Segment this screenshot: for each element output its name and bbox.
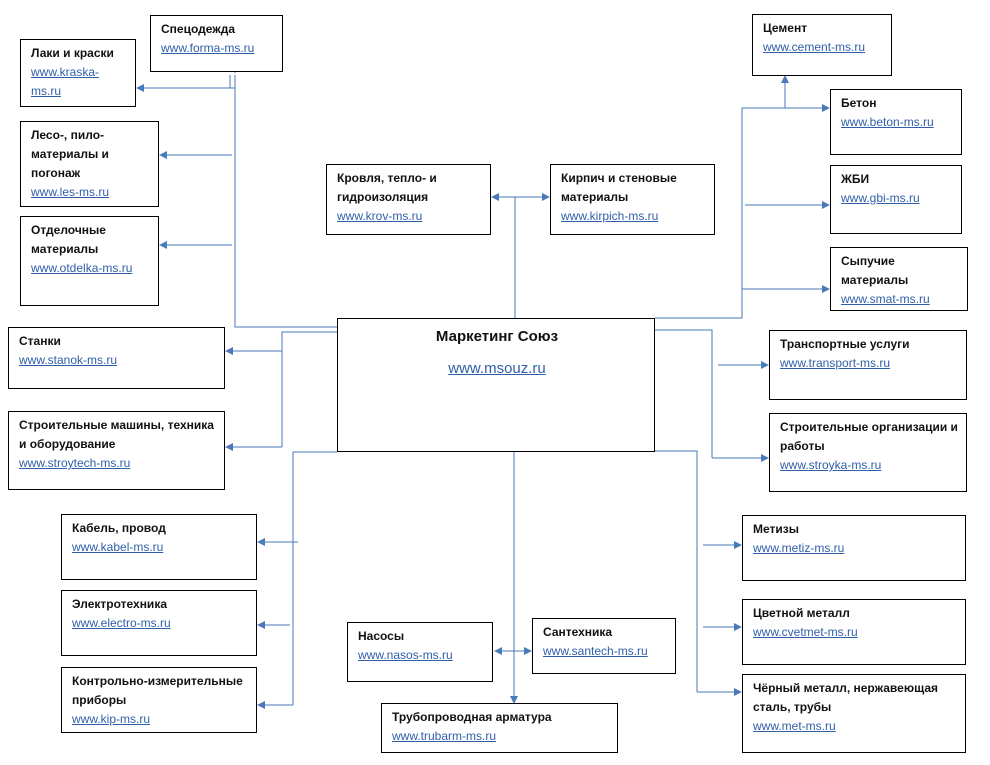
node-link[interactable]: www.otdelka-ms.ru [31, 261, 133, 275]
node-link[interactable]: www.stanok-ms.ru [19, 353, 118, 367]
node-forma: Спецодежда www.forma-ms.ru [150, 15, 283, 72]
node-link[interactable]: www.les-ms.ru [31, 185, 110, 199]
node-krov: Кровля, тепло- и гидроизоляция www.krov-… [326, 164, 491, 235]
node-title: Чёрный металл, нержавеющая сталь, трубы [753, 681, 939, 714]
node-title: Лаки и краски [31, 46, 114, 60]
node-beton: Бетон www.beton-ms.ru [830, 89, 962, 155]
node-title: Цветной металл [753, 606, 850, 620]
node-link[interactable]: www.stroyka-ms.ru [780, 458, 882, 472]
node-link[interactable]: www.stroytech-ms.ru [19, 456, 131, 470]
node-title: Трубопроводная арматура [392, 710, 552, 724]
node-stanok: Станки www.stanok-ms.ru [8, 327, 225, 389]
node-les: Лесо-, пило-материалы и погонаж www.les-… [20, 121, 159, 207]
node-title: Сантехника [543, 625, 613, 639]
node-title: Спецодежда [161, 22, 236, 36]
node-kirpich: Кирпич и стеновые материалы www.kirpich-… [550, 164, 715, 235]
node-link[interactable]: www.kip-ms.ru [72, 712, 151, 726]
node-cement: Цемент www.cement-ms.ru [752, 14, 892, 76]
node-title: Кирпич и стеновые материалы [561, 171, 677, 204]
node-title: Контрольно-измерительные приборы [72, 674, 243, 707]
node-link[interactable]: www.forma-ms.ru [161, 41, 255, 55]
node-gbi: ЖБИ www.gbi-ms.ru [830, 165, 962, 234]
node-title: Транспортные услуги [780, 337, 910, 351]
node-link[interactable]: www.smat-ms.ru [841, 292, 930, 306]
node-transport: Транспортные услуги www.transport-ms.ru [769, 330, 967, 400]
node-kabel: Кабель, провод www.kabel-ms.ru [61, 514, 257, 580]
node-smat: Сыпучие материалы www.smat-ms.ru [830, 247, 968, 311]
node-electro: Электротехника www.electro-ms.ru [61, 590, 257, 656]
node-link[interactable]: www.metiz-ms.ru [753, 541, 845, 555]
node-title: Насосы [358, 629, 405, 643]
node-nasos: Насосы www.nasos-ms.ru [347, 622, 493, 682]
node-title: Кровля, тепло- и гидроизоляция [337, 171, 437, 204]
node-link[interactable]: www.kirpich-ms.ru [561, 209, 659, 223]
node-title: Цемент [763, 21, 808, 35]
node-title: Станки [19, 334, 61, 348]
node-kip: Контрольно-измерительные приборы www.kip… [61, 667, 257, 733]
node-title: Бетон [841, 96, 877, 110]
node-title: Отделочные материалы [31, 223, 106, 256]
node-title: Строительные организации и работы [780, 420, 958, 453]
node-stroyka: Строительные организации и работы www.st… [769, 413, 967, 492]
node-stroytech: Строительные машины, техника и оборудова… [8, 411, 225, 490]
node-link[interactable]: www.nasos-ms.ru [358, 648, 453, 662]
node-metiz: Метизы www.metiz-ms.ru [742, 515, 966, 581]
node-title: Сыпучие материалы [841, 254, 909, 287]
node-link[interactable]: www.electro-ms.ru [72, 616, 171, 630]
node-title: Строительные машины, техника и оборудова… [19, 418, 214, 451]
node-link[interactable]: www.kabel-ms.ru [72, 540, 164, 554]
node-trubarm: Трубопроводная арматура www.trubarm-ms.r… [381, 703, 618, 753]
node-kraska: Лаки и краски www.kraska-ms.ru [20, 39, 136, 107]
node-link[interactable]: www.santech-ms.ru [543, 644, 648, 658]
node-link[interactable]: www.met-ms.ru [753, 719, 836, 733]
node-title: Лесо-, пило-материалы и погонаж [31, 128, 109, 180]
node-title: ЖБИ [841, 172, 870, 186]
center-title: Маркетинг Союз [435, 328, 559, 345]
center-link[interactable]: www.msouz.ru [448, 360, 546, 377]
center-box: Маркетинг Союз www.msouz.ru [337, 318, 655, 452]
node-link[interactable]: www.beton-ms.ru [841, 115, 934, 129]
node-link[interactable]: www.gbi-ms.ru [841, 191, 920, 205]
node-link[interactable]: www.kraska-ms.ru [31, 65, 100, 98]
node-title: Метизы [753, 522, 799, 536]
node-link[interactable]: www.transport-ms.ru [780, 356, 891, 370]
node-otdelka: Отделочные материалы www.otdelka-ms.ru [20, 216, 159, 306]
node-santech: Сантехника www.santech-ms.ru [532, 618, 676, 674]
node-link[interactable]: www.trubarm-ms.ru [392, 729, 497, 743]
node-cvetmet: Цветной металл www.cvetmet-ms.ru [742, 599, 966, 665]
node-link[interactable]: www.cement-ms.ru [763, 40, 866, 54]
node-link[interactable]: www.krov-ms.ru [337, 209, 423, 223]
node-link[interactable]: www.cvetmet-ms.ru [753, 625, 858, 639]
node-title: Электротехника [72, 597, 167, 611]
node-met: Чёрный металл, нержавеющая сталь, трубы … [742, 674, 966, 753]
node-title: Кабель, провод [72, 521, 166, 535]
